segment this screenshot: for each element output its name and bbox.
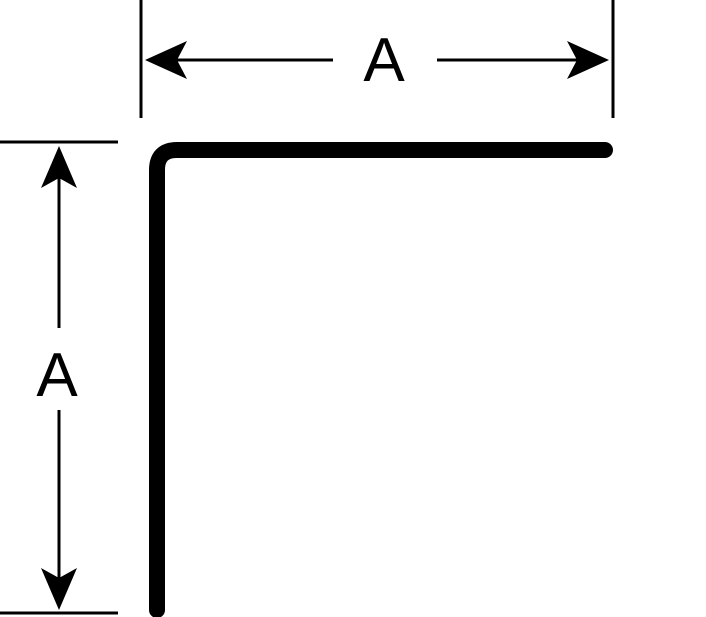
horizontal-dimension-label: A bbox=[363, 26, 405, 95]
vertical-dimension: A bbox=[0, 140, 118, 615]
horizontal-arrow-left bbox=[145, 41, 187, 79]
angle-profile-shape bbox=[149, 142, 613, 617]
horizontal-arrow-right bbox=[567, 41, 609, 79]
vertical-dimension-label: A bbox=[36, 341, 78, 410]
vertical-arrow-bottom bbox=[41, 568, 77, 610]
vertical-arrow-top bbox=[41, 146, 77, 188]
horizontal-dimension: A bbox=[139, 0, 615, 118]
